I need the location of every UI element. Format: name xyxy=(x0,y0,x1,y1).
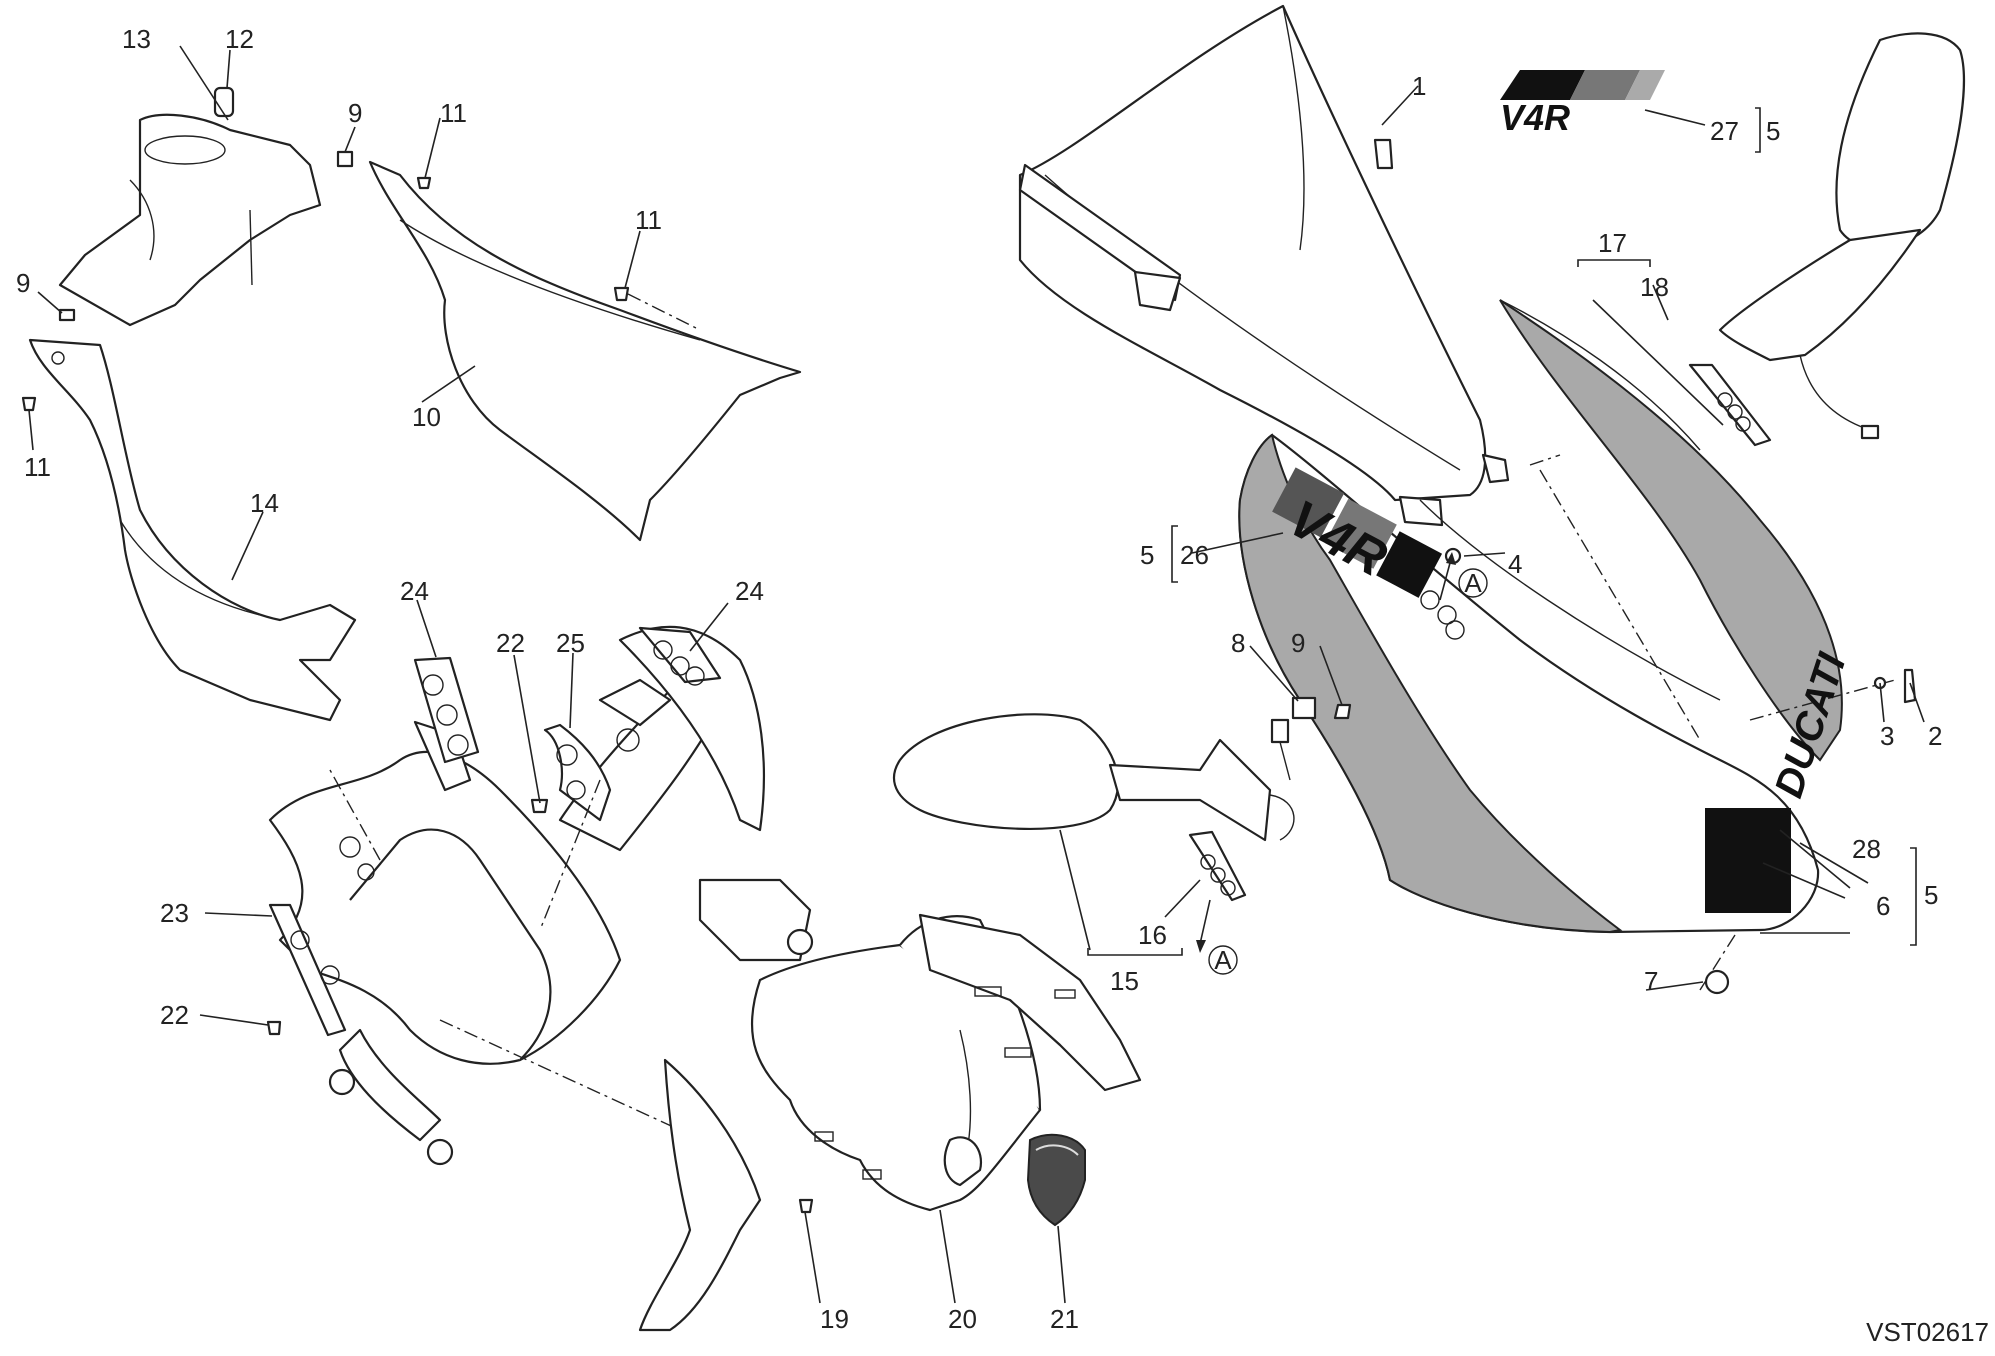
callout-3: 3 xyxy=(1880,721,1894,751)
right-mirror-gasket xyxy=(1688,363,1772,447)
callout-15: 15 xyxy=(1110,966,1139,996)
callout-26: 26 xyxy=(1180,540,1209,570)
v4r-decal-top: V4R xyxy=(1500,70,1665,138)
left-mirror xyxy=(892,713,1295,842)
callout-8: 8 xyxy=(1231,628,1245,658)
ducati-corse-badge xyxy=(1026,1133,1086,1227)
callout-16: 16 xyxy=(1138,920,1167,950)
callout-4: 4 xyxy=(1508,549,1522,579)
callout-13: 13 xyxy=(122,24,151,54)
right-cover-panel xyxy=(368,160,802,542)
fairing-fasteners xyxy=(1291,547,1917,995)
callout-22-lower: 22 xyxy=(160,1000,189,1030)
rubber-grommets xyxy=(413,626,722,764)
front-fairing xyxy=(1238,299,1896,991)
callout-11-mid: 11 xyxy=(635,205,662,235)
callout-7: 7 xyxy=(1644,966,1658,996)
callout-24-right: 24 xyxy=(735,576,764,606)
callout-10: 10 xyxy=(412,402,441,432)
callout-9-fairing: 9 xyxy=(1291,628,1305,658)
callout-27: 27 xyxy=(1710,116,1739,146)
callout-17: 17 xyxy=(1598,228,1627,258)
frame-screws xyxy=(266,769,814,1214)
callout-1: 1 xyxy=(1412,71,1426,101)
callout-23: 23 xyxy=(160,898,189,928)
callout-2: 2 xyxy=(1928,721,1942,751)
callout-14: 14 xyxy=(250,488,279,518)
callout-21: 21 xyxy=(1050,1304,1079,1334)
callout-5-decal-top: 5 xyxy=(1766,116,1780,146)
callout-28: 28 xyxy=(1852,834,1881,864)
reference-marker-a-lower: A xyxy=(1196,899,1238,975)
reference-marker-a-upper: A xyxy=(1439,552,1488,601)
v4r-decal-top-text: V4R xyxy=(1500,97,1570,138)
callout-19: 19 xyxy=(820,1304,849,1334)
callout-25: 25 xyxy=(556,628,585,658)
callout-5-decal-side: 5 xyxy=(1140,540,1154,570)
left-cover-panel xyxy=(28,338,357,722)
callout-5-decal-lower: 5 xyxy=(1924,880,1938,910)
callout-11-left: 11 xyxy=(24,452,51,482)
callout-6: 6 xyxy=(1876,891,1890,921)
callout-11-top: 11 xyxy=(440,98,467,128)
callout-9-panel-left: 9 xyxy=(16,268,30,298)
right-mirror xyxy=(1718,32,1965,440)
panel-fasteners-left xyxy=(21,150,701,412)
windscreen xyxy=(1018,4,1510,527)
left-instrument-panel xyxy=(58,86,322,327)
left-mirror-gasket xyxy=(1188,830,1247,902)
callout-24-left: 24 xyxy=(400,576,429,606)
fairing-support-frame xyxy=(268,625,814,1166)
callout-9-panel-top: 9 xyxy=(348,98,362,128)
callout-labels: 1 2 3 4 5 5 5 6 7 8 9 9 9 10 11 11 11 12… xyxy=(16,24,1942,1334)
callout-20: 20 xyxy=(948,1304,977,1334)
callout-18: 18 xyxy=(1640,272,1669,302)
diagram-code: VST02617 xyxy=(1866,1317,1989,1347)
leader-lines xyxy=(28,45,1925,1304)
marker-a-upper-text: A xyxy=(1464,568,1482,598)
marker-a-lower-text: A xyxy=(1214,945,1232,975)
callout-22-upper: 22 xyxy=(496,628,525,658)
headlight-cover xyxy=(638,913,1142,1332)
callout-12: 12 xyxy=(225,24,254,54)
